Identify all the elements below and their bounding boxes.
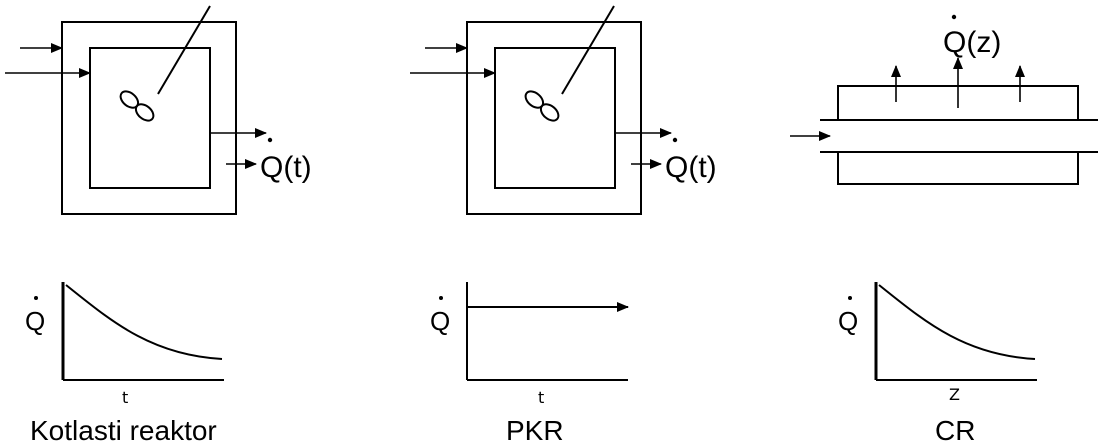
batch-plot-y-dot: [34, 296, 38, 300]
cstr-heat-plot: Q t: [430, 282, 629, 407]
tubular-reactor-tube: [820, 120, 1098, 152]
batch-reactor-caption: Kotlasti reaktor: [30, 415, 217, 446]
tube-heat-flow-label: Q(z): [943, 26, 1001, 59]
cstr-plot-y-dot: [439, 296, 443, 300]
batch-plot-y-label: Q: [25, 306, 45, 336]
batch-heat-curve: [65, 284, 223, 360]
tubular-heat-plot: Q Z: [838, 282, 1037, 404]
batch-reactor-jacket: [61, 21, 237, 215]
batch-reactor: Q(t): [5, 5, 312, 215]
batch-stirrer-shaft: [157, 5, 211, 95]
tubular-reactor: Q(z): [790, 14, 1098, 185]
tubular-heat-curve: [878, 284, 1036, 360]
cstr-stirrer-shaft: [561, 5, 615, 95]
batch-stirrer-icon: [119, 90, 155, 122]
cstr-heat-flow-dot: [672, 137, 678, 143]
batch-plot-x-label: t: [122, 388, 128, 407]
cstr-plot-x-label: t: [538, 388, 544, 407]
cstr-reactor: Q(t): [410, 5, 717, 215]
batch-heat-plot: Q t: [25, 282, 224, 407]
cstr-plot-y-label: Q: [430, 306, 450, 336]
cstr-reactor-vessel: [494, 47, 616, 189]
cstr-reactor-jacket: [466, 21, 642, 215]
batch-reactor-vessel: [89, 47, 211, 189]
tubular-reactor-caption: CR: [935, 415, 975, 446]
tubular-plot-y-dot: [848, 296, 852, 300]
batch-heat-flow-dot: [267, 137, 273, 143]
tubular-plot-x-label: Z: [949, 385, 960, 404]
batch-heat-flow-label: Q(t): [260, 151, 312, 184]
tube-heat-flow-dot: [951, 14, 957, 20]
tubular-plot-y-label: Q: [838, 306, 858, 336]
cstr-heat-flow-label: Q(t): [665, 151, 717, 184]
cstr-reactor-caption: PKR: [506, 415, 564, 446]
cstr-stirrer-icon: [524, 90, 560, 122]
